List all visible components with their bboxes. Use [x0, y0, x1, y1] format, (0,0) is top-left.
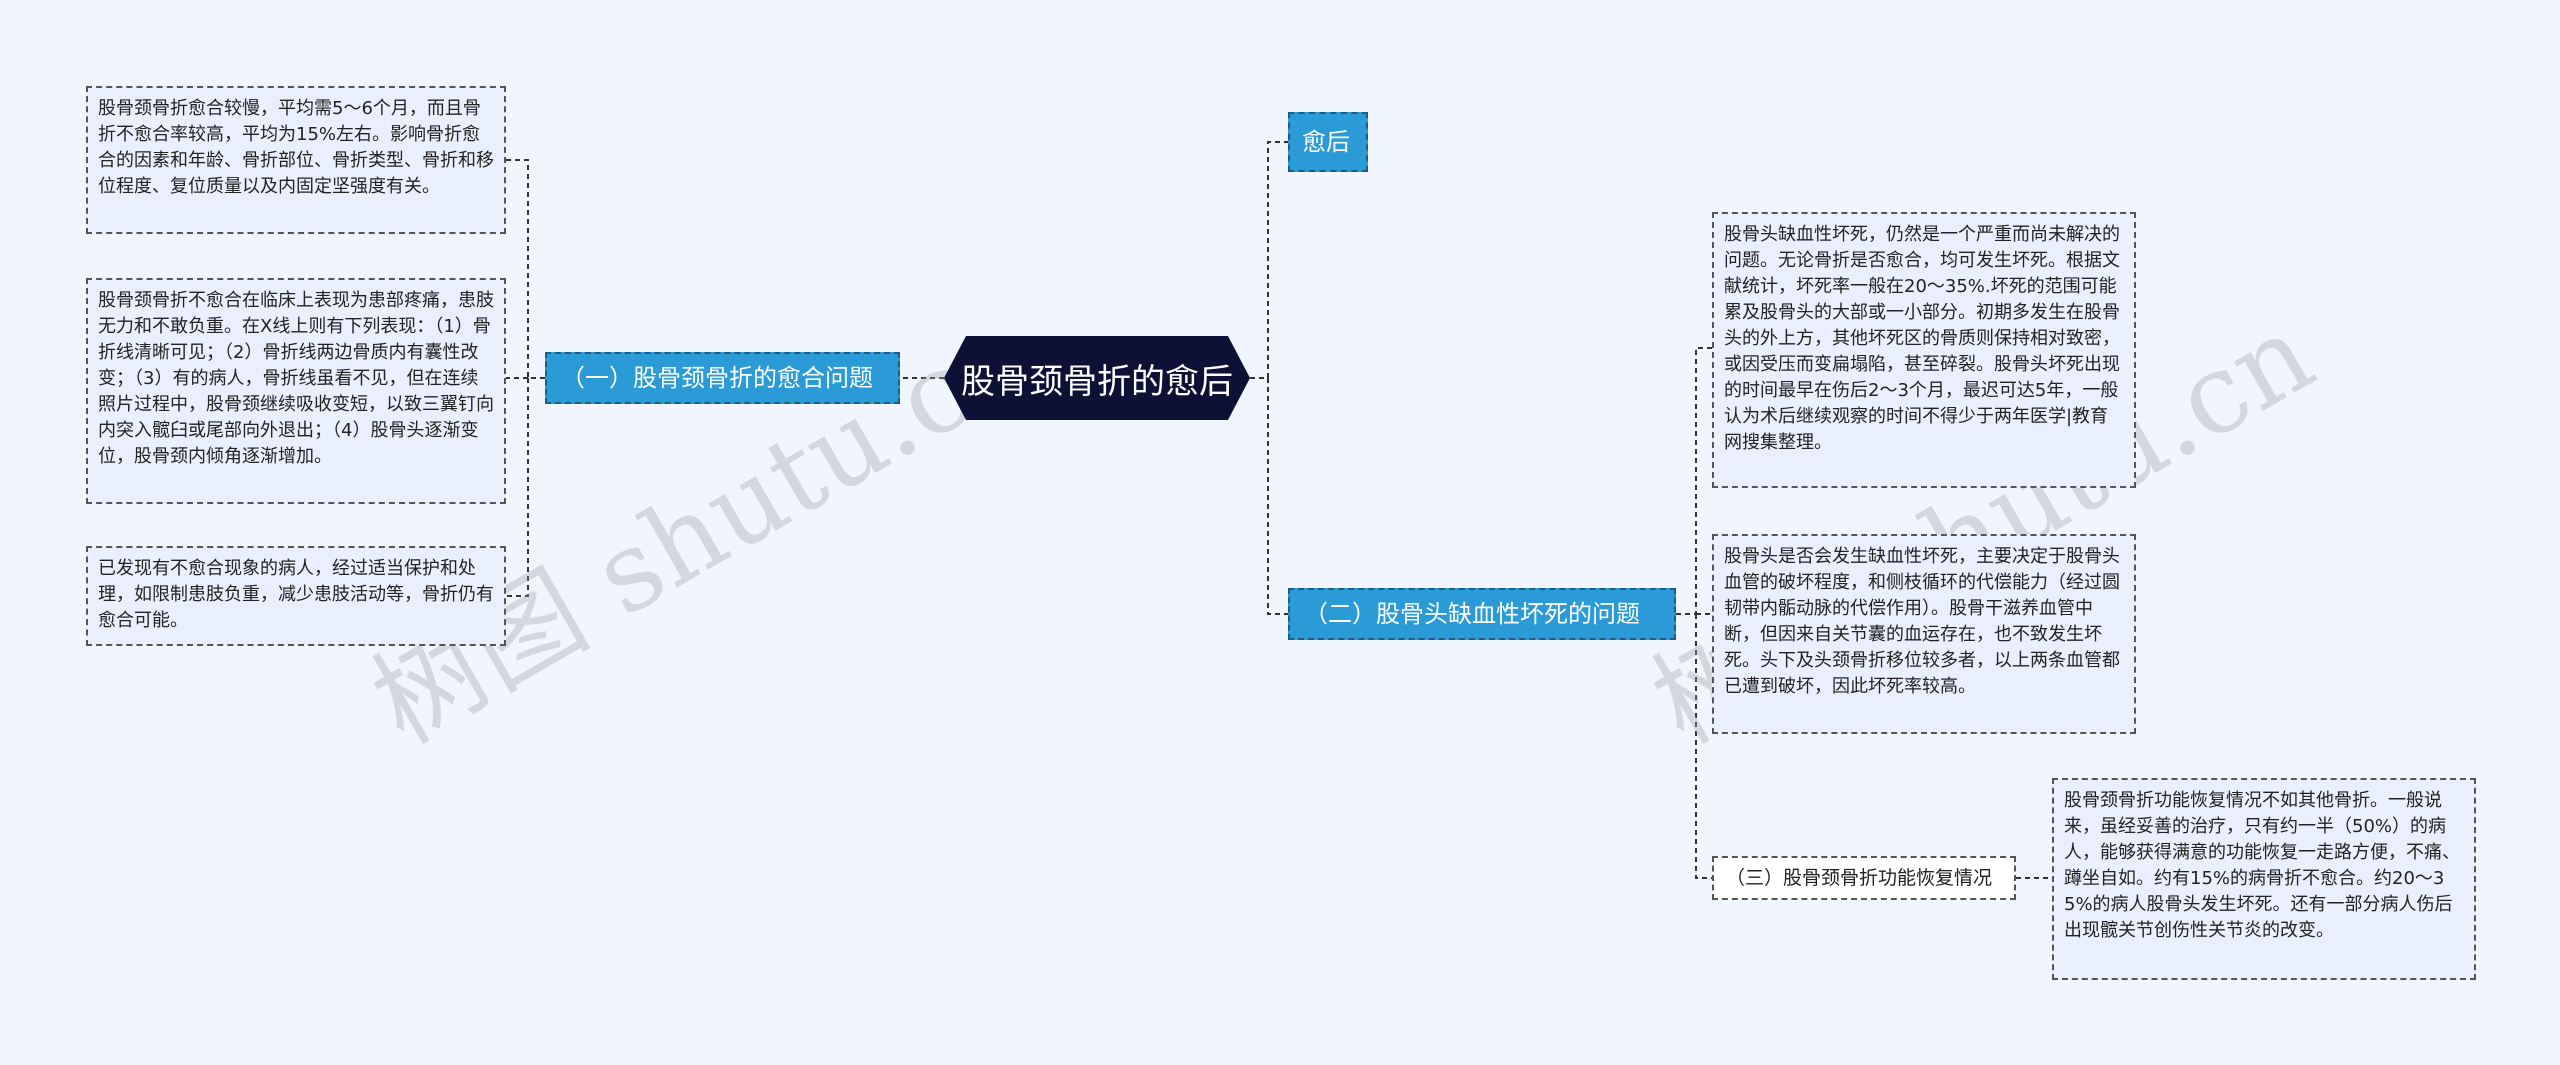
- branch-label: （三）股骨颈骨折功能恢复情况: [1726, 867, 1993, 889]
- leaf-necrosis-overview[interactable]: 股骨头缺血性坏死，仍然是一个严重而尚未解决的问题。无论骨折是否愈合，均可发生坏死…: [1712, 212, 2136, 488]
- leaf-function-recovery[interactable]: 股骨颈骨折功能恢复情况不如其他骨折。一般说来，虽经妥善的治疗，只有约一半（50%…: [2052, 778, 2476, 980]
- root-label: 股骨颈骨折的愈后: [961, 361, 1233, 402]
- leaf-text: 股骨头是否会发生缺血性坏死，主要决定于股骨头血管的破坏程度，和侧枝循环的代偿能力…: [1724, 546, 2120, 697]
- branch-healing-problem[interactable]: （一）股骨颈骨折的愈合问题: [545, 352, 900, 404]
- leaf-text: 已发现有不愈合现象的病人，经过适当保护和处理，如限制患肢负重，减少患肢活动等，骨…: [98, 558, 494, 631]
- root-node[interactable]: 股骨颈骨折的愈后: [944, 336, 1250, 420]
- branch-label: 愈后: [1302, 128, 1350, 156]
- connector-root-right: [1250, 141, 1288, 615]
- branch-function-recovery[interactable]: （三）股骨颈骨折功能恢复情况: [1712, 856, 2016, 900]
- leaf-text: 股骨颈骨折功能恢复情况不如其他骨折。一般说来，虽经妥善的治疗，只有约一半（50%…: [2064, 790, 2460, 941]
- branch-label: （二）股骨头缺血性坏死的问题: [1304, 600, 1640, 628]
- connector-right-leaves: [1676, 347, 1712, 879]
- connector-left-leaves: [506, 159, 545, 597]
- leaf-text: 股骨颈骨折愈合较慢，平均需5～6个月，而且骨折不愈合率较高，平均为15%左右。影…: [98, 98, 494, 197]
- leaf-text: 股骨头缺血性坏死，仍然是一个严重而尚未解决的问题。无论骨折是否愈合，均可发生坏死…: [1724, 224, 2120, 453]
- leaf-healing-slow[interactable]: 股骨颈骨折愈合较慢，平均需5～6个月，而且骨折不愈合率较高，平均为15%左右。影…: [86, 86, 506, 234]
- branch-prognosis[interactable]: 愈后: [1288, 112, 1368, 172]
- branch-label: （一）股骨颈骨折的愈合问题: [561, 364, 873, 392]
- leaf-text: 股骨颈骨折不愈合在临床上表现为患部疼痛，患肢无力和不敢负重。在X线上则有下列表现…: [98, 290, 494, 467]
- branch-avascular-necrosis[interactable]: （二）股骨头缺血性坏死的问题: [1288, 588, 1676, 640]
- leaf-necrosis-cause[interactable]: 股骨头是否会发生缺血性坏死，主要决定于股骨头血管的破坏程度，和侧枝循环的代偿能力…: [1712, 534, 2136, 734]
- leaf-nonunion-treatment[interactable]: 已发现有不愈合现象的病人，经过适当保护和处理，如限制患肢负重，减少患肢活动等，骨…: [86, 546, 506, 646]
- leaf-nonunion-signs[interactable]: 股骨颈骨折不愈合在临床上表现为患部疼痛，患肢无力和不敢负重。在X线上则有下列表现…: [86, 278, 506, 504]
